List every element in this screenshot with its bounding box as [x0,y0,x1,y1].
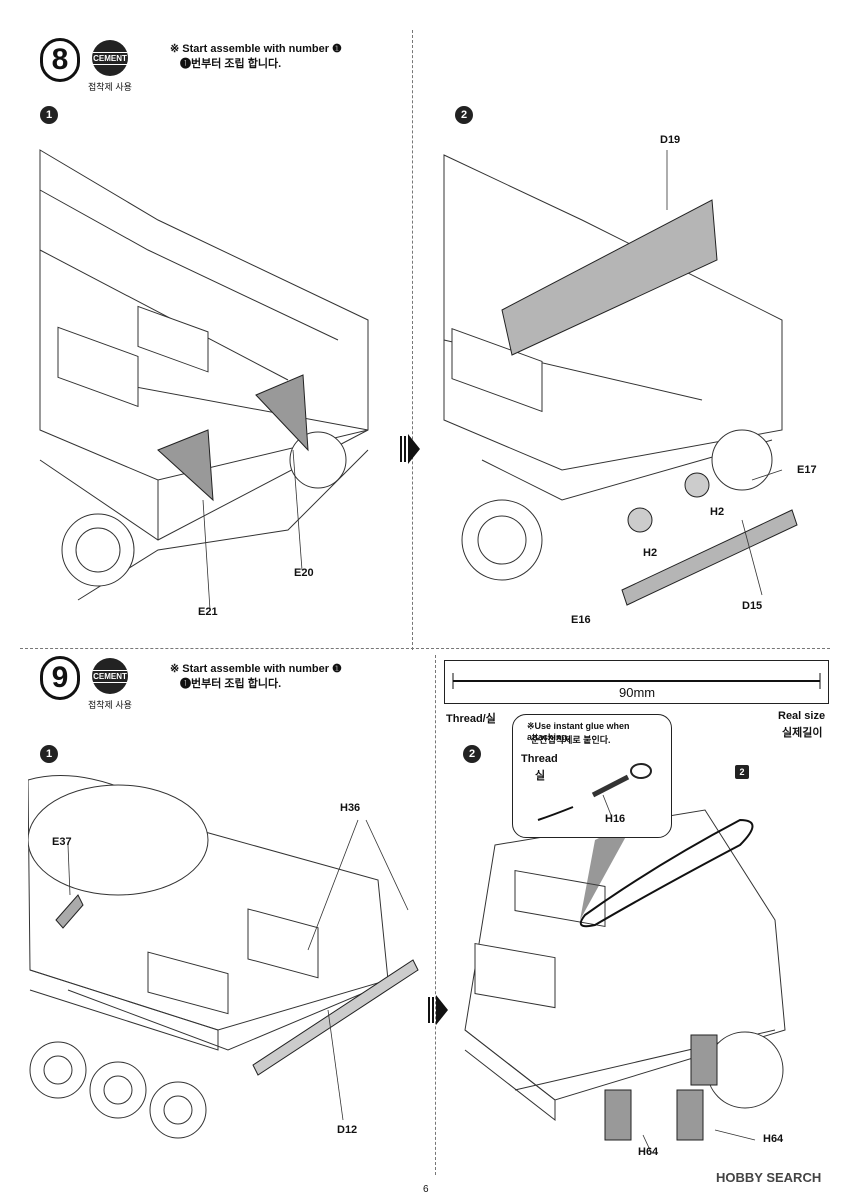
part-label-d15: D15 [742,600,763,612]
glue-note-en: ※Use instant glue when attaching. [527,721,630,742]
next-arrow-icon [400,434,420,464]
page-number: 6 [423,1184,429,1195]
cement-label: 접착제 사용 [88,700,132,710]
part-label-e21: E21 [198,606,218,618]
step-9-drawing-2 [464,809,786,1151]
thread-label: Thread/실 [446,713,496,725]
vertical-divider-top [412,30,413,650]
step-8-number: 8 [40,38,80,82]
step-9-sub-1: 1 [40,745,58,763]
part-label-e17: E17 [797,464,817,476]
real-size-label-kr: 실제길이 [782,727,823,739]
step-9-note-kr: ❶번부터 조립 합니다. [180,678,282,690]
ruler-length-label: 90mm [615,685,660,700]
part-label-h64-b: H64 [763,1133,784,1145]
part-label-h16: H16 [605,813,626,825]
step-9-number: 9 [40,656,80,700]
horizontal-divider [20,648,830,649]
glue-note-kr: 순간접착제로 붙인다. [531,735,611,745]
cement-icon: CEMENT [92,658,128,694]
cement-label: 접착제 사용 [88,82,132,92]
part-label-d12: D12 [337,1124,358,1136]
next-arrow-icon [428,995,448,1025]
step-9-sub-2: 2 [463,745,481,763]
step-8-note-kr: ❶번부터 조립 합니다. [180,58,282,70]
thread-ruler [444,660,829,704]
d19-panel [501,199,718,356]
e37-part [55,894,84,929]
step-8-note-en: ※ Start assemble with number ❶ [170,43,342,55]
d12-rail [252,959,419,1076]
thread-label-en: Thread [521,753,558,765]
watermark: HOBBY SEARCH [716,1170,822,1185]
part-label-e37: E37 [52,836,72,848]
real-size-label-en: Real size [778,710,826,722]
tow-cable [579,818,754,928]
step-9-drawing-1 [28,775,419,1139]
part-label-d19: D19 [660,134,681,146]
step-8-sub-1: 1 [40,106,58,124]
step-8-drawing-2 [443,150,798,606]
h16-eye-fitting [537,763,652,821]
part-label-e20: E20 [294,567,314,579]
glue-callout: ※Use instant glue when attaching. 순간접착제로… [512,714,672,838]
badge-count-icon: 2 [735,765,749,779]
part-label-h2-b: H2 [643,547,658,559]
d15-bar [621,509,798,606]
vertical-divider-bottom [435,655,436,1175]
step-9-note-en: ※ Start assemble with number ❶ [170,663,342,675]
cement-icon: CEMENT [92,40,128,76]
part-label-h36: H36 [340,802,361,814]
step-8-drawing-1 [39,149,369,611]
part-label-h2-a: H2 [710,506,725,518]
step-8-sub-2: 2 [455,106,473,124]
part-label-h64-a: H64 [638,1146,659,1158]
ruler-line [452,673,821,689]
part-label-e16: E16 [571,614,591,626]
thread-label-kr: 실 [535,770,546,782]
